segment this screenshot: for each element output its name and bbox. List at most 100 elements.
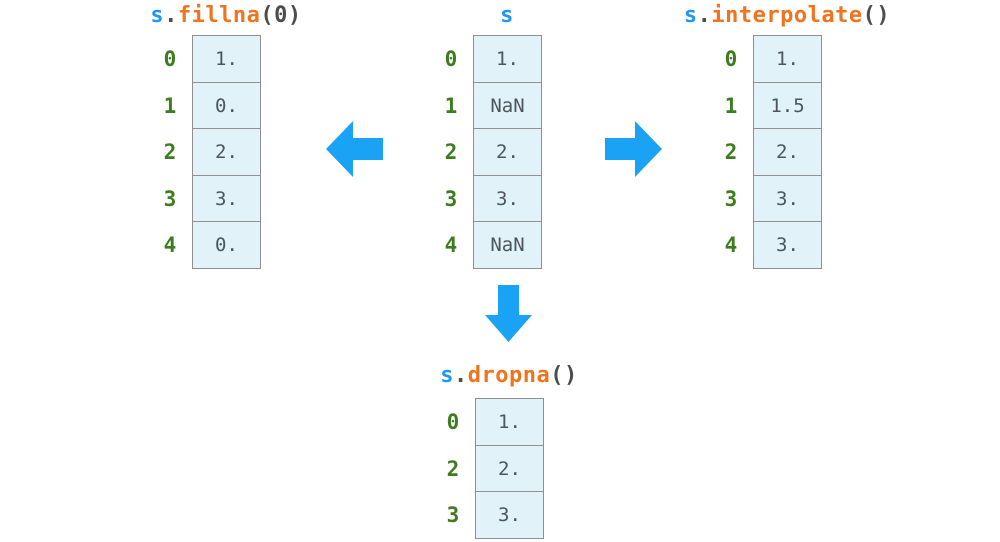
cell-value: 3.	[496, 187, 519, 210]
code-args: ()	[550, 363, 578, 388]
row-index-label: 0	[724, 47, 738, 71]
table-row: 3 3.	[716, 174, 822, 223]
row-index-label: 1	[444, 93, 458, 118]
table-row: 0 1.	[438, 398, 544, 446]
row-index-label: 2	[724, 140, 738, 164]
row-index-label: 4	[163, 233, 177, 257]
series-cell: 3.	[473, 174, 542, 223]
arrow-right-icon	[605, 121, 662, 177]
code-method: dropna	[467, 363, 551, 388]
series-cell: 3.	[192, 174, 261, 223]
series-cell: 3.	[753, 221, 822, 269]
series-cell: 3.	[475, 491, 544, 539]
cell-value: 2.	[776, 141, 799, 163]
table-row: 4 NaN	[436, 221, 542, 269]
series-cell: 2.	[192, 128, 261, 176]
series-rows: 0 1. 1 0. 2 2. 3 3. 4 0.	[155, 35, 261, 269]
code-dot: .	[454, 363, 468, 388]
series-cell: 2.	[473, 128, 542, 176]
row-index-label: 0	[163, 47, 177, 71]
row-index-label: 1	[724, 93, 738, 118]
row-index-label: 0	[446, 410, 460, 434]
series-cell: 1.5	[753, 81, 822, 130]
series-cell: 1.	[473, 35, 542, 83]
cell-value: 3.	[498, 504, 521, 526]
cell-value: 3.	[215, 187, 238, 210]
cell-value: 2.	[215, 141, 238, 163]
fillna-table: s.fillna(0) 0 1. 1 0. 2 2. 3 3. 4 0.	[150, 0, 301, 269]
row-index-label: 4	[444, 233, 458, 257]
code-object: s	[150, 3, 165, 28]
table-row: 1 NaN	[436, 81, 542, 130]
table-row: 0 1.	[716, 35, 822, 83]
series-cell: 2.	[753, 128, 822, 176]
series-cell: 2.	[475, 444, 544, 493]
arrow-left-icon	[326, 121, 383, 177]
cell-value: NaN	[490, 94, 525, 117]
table-row: 1 0.	[155, 81, 261, 130]
code-object: s	[683, 3, 698, 28]
table-row: 2 2.	[155, 128, 261, 176]
cell-value: NaN	[490, 234, 525, 256]
source-code-title: s	[500, 2, 514, 30]
table-row: 2 2.	[436, 128, 542, 176]
row-index-label: 3	[163, 186, 177, 211]
row-index-label: 3	[446, 503, 460, 527]
table-row: 2 2.	[716, 128, 822, 176]
row-index-label: 2	[446, 456, 460, 481]
table-row: 0 1.	[436, 35, 542, 83]
interpolate-table: s.interpolate() 0 1. 1 1.5 2 2. 3 3. 4 3…	[684, 0, 890, 269]
code-object: s	[440, 363, 455, 388]
cell-value: 2.	[496, 141, 519, 163]
cell-value: 0.	[215, 234, 238, 256]
table-row: 3 3.	[438, 491, 544, 539]
source-series-table: s 0 1. 1 NaN 2 2. 3 3. 4 NaN	[436, 0, 542, 269]
cell-value: 1.	[215, 48, 238, 70]
cell-value: 1.5	[770, 94, 805, 117]
fillna-code-title: s.fillna(0)	[150, 2, 301, 30]
series-rows: 0 1. 1 NaN 2 2. 3 3. 4 NaN	[436, 35, 542, 269]
cell-value: 1.	[496, 48, 519, 70]
dropna-code-title: s.dropna()	[440, 362, 577, 390]
code-method: fillna	[177, 3, 261, 28]
table-row: 4 3.	[716, 221, 822, 269]
cell-value: 3.	[776, 187, 799, 210]
row-index-label: 3	[444, 186, 458, 211]
series-cell: 3.	[753, 174, 822, 223]
row-index-label: 3	[724, 186, 738, 211]
series-cell: 0.	[192, 221, 261, 269]
table-row: 4 0.	[155, 221, 261, 269]
series-cell: 1.	[753, 35, 822, 83]
code-args: (0)	[260, 3, 302, 28]
code-args: ()	[862, 3, 891, 28]
series-cell: 1.	[192, 35, 261, 83]
series-cell: NaN	[473, 81, 542, 130]
arrow-down-icon	[485, 285, 532, 342]
row-index-label: 1	[163, 93, 177, 118]
row-index-label: 4	[724, 233, 738, 257]
series-cell: 0.	[192, 81, 261, 130]
cell-value: 3.	[776, 234, 799, 256]
code-method: interpolate	[711, 3, 863, 28]
series-rows: 0 1. 2 2. 3 3.	[438, 398, 544, 539]
cell-value: 1.	[776, 48, 799, 70]
row-index-label: 2	[444, 140, 458, 164]
interpolate-code-title: s.interpolate()	[684, 2, 890, 30]
code-dot: .	[164, 3, 178, 28]
table-row: 3 3.	[155, 174, 261, 223]
table-row: 3 3.	[436, 174, 542, 223]
table-row: 1 1.5	[716, 81, 822, 130]
row-index-label: 2	[163, 140, 177, 164]
table-row: 2 2.	[438, 444, 544, 493]
cell-value: 0.	[215, 94, 238, 117]
code-dot: .	[697, 3, 712, 28]
dropna-table: s.dropna() 0 1. 2 2. 3 3.	[438, 360, 577, 539]
cell-value: 1.	[498, 411, 521, 433]
series-cell: NaN	[473, 221, 542, 269]
series-cell: 1.	[475, 398, 544, 446]
cell-value: 2.	[498, 457, 521, 480]
code-object: s	[500, 3, 514, 28]
table-row: 0 1.	[155, 35, 261, 83]
series-rows: 0 1. 1 1.5 2 2. 3 3. 4 3.	[716, 35, 822, 269]
